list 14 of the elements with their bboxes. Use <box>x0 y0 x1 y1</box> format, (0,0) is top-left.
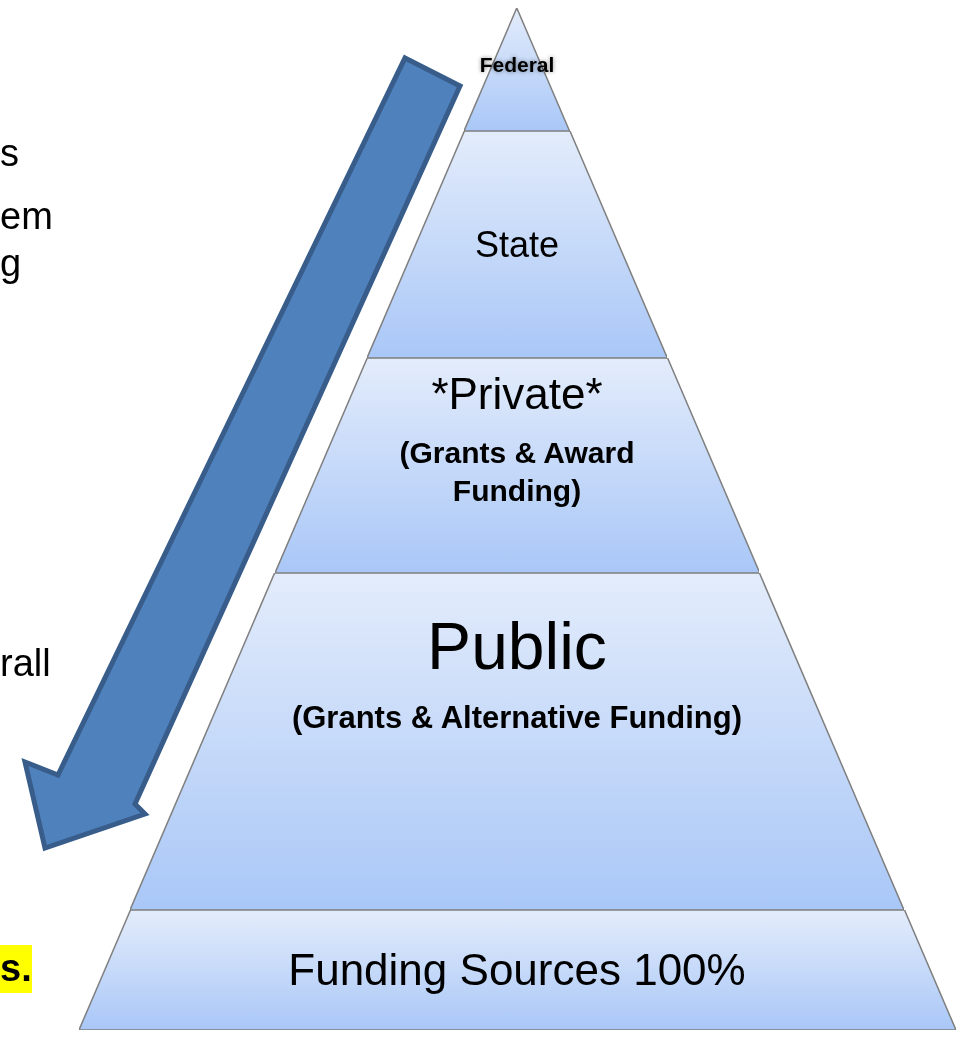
tier-label: *Private* <box>431 372 603 416</box>
cropped-text: em <box>0 194 53 239</box>
tier-label: Funding Sources 100% <box>288 948 746 992</box>
tier-subtitle: (Grants & Alternative Funding) <box>290 699 744 737</box>
pyramid-tier <box>464 8 570 131</box>
tier-subtitle: (Grants & Award Funding) <box>398 435 636 509</box>
tier-label: State <box>474 226 559 263</box>
cropped-text: s. <box>0 945 32 993</box>
cropped-text: s <box>0 131 19 176</box>
tier-label: Federal <box>479 54 555 75</box>
tier-label: Public <box>427 613 607 679</box>
cropped-text: rall <box>0 641 51 686</box>
pyramid-tier <box>366 131 668 358</box>
cropped-text: g <box>0 241 22 286</box>
